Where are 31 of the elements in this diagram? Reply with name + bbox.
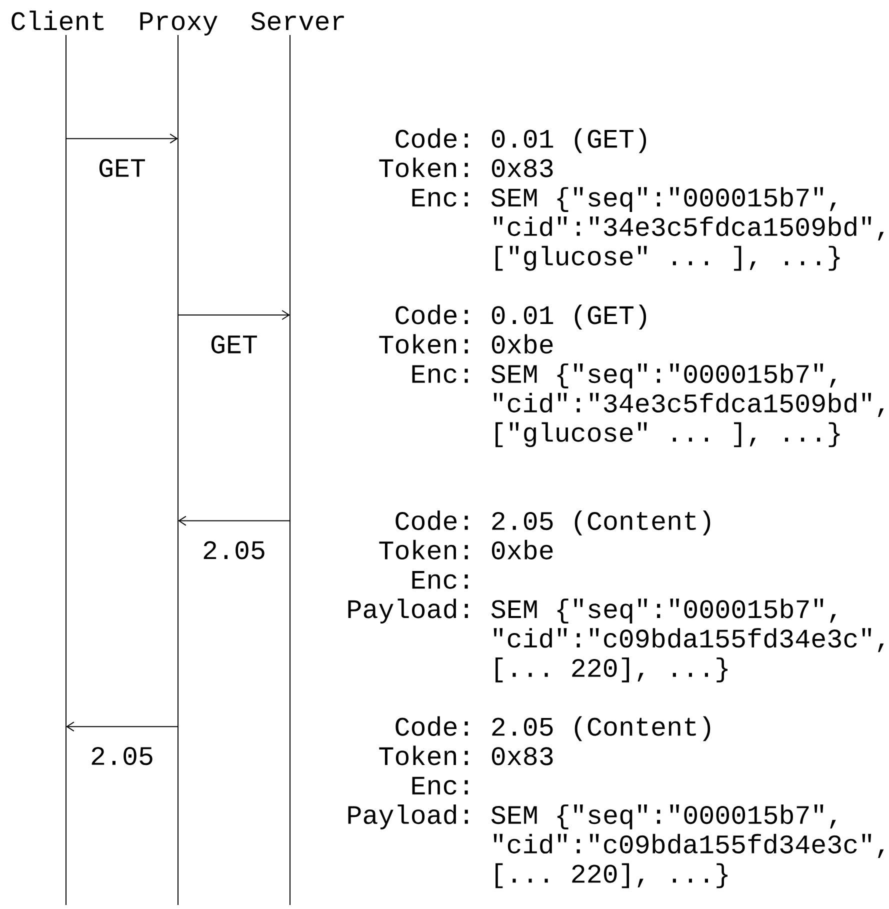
message-field: "cid":"c09bda155fd34e3c",: [494, 628, 884, 652]
message-field: Token: 0x83: [379, 746, 553, 766]
arrow: [178, 516, 290, 526]
edge-label: 2.05: [92, 746, 152, 766]
message-field: Enc:: [412, 776, 468, 795]
message-field: Enc: SEM {"seq":"000015b7",: [412, 363, 836, 388]
arrow: [178, 310, 290, 320]
participant-label: Proxy: [140, 12, 218, 36]
edge-label: GET: [211, 335, 258, 354]
message-field: "cid":"34e3c5fdca1509bd",: [494, 216, 884, 241]
message-field: Code: 2.05 (Content): [396, 716, 710, 742]
participant-label: Client: [12, 10, 104, 30]
arrow: [66, 722, 178, 732]
message-field: Token: 0xbe: [379, 540, 553, 560]
message-field: Code: 2.05 (Content): [396, 510, 710, 536]
arrow: [66, 134, 178, 144]
message-field: Token: 0x83: [379, 158, 553, 178]
message-field: "cid":"c09bda155fd34e3c",: [494, 834, 884, 858]
participant-label: Server: [251, 12, 344, 30]
message-field: Code: 0.01 (GET): [396, 304, 646, 330]
message-field: [... 220], ...}: [496, 863, 728, 888]
message-field: Enc:: [412, 571, 468, 589]
message-field: ["glucose" ... ], ...}: [496, 422, 840, 448]
message-field: [... 220], ...}: [496, 657, 728, 682]
edge-label: 2.05: [204, 541, 264, 560]
edge-label: GET: [99, 158, 146, 178]
message-field: Enc: SEM {"seq":"000015b7",: [412, 187, 836, 212]
message-field: "cid":"34e3c5fdca1509bd",: [494, 392, 884, 417]
message-field: Token: 0xbe: [379, 334, 553, 354]
message-field: Code: 0.01 (GET): [396, 128, 646, 154]
message-field: ["glucose" ... ], ...}: [496, 246, 840, 271]
